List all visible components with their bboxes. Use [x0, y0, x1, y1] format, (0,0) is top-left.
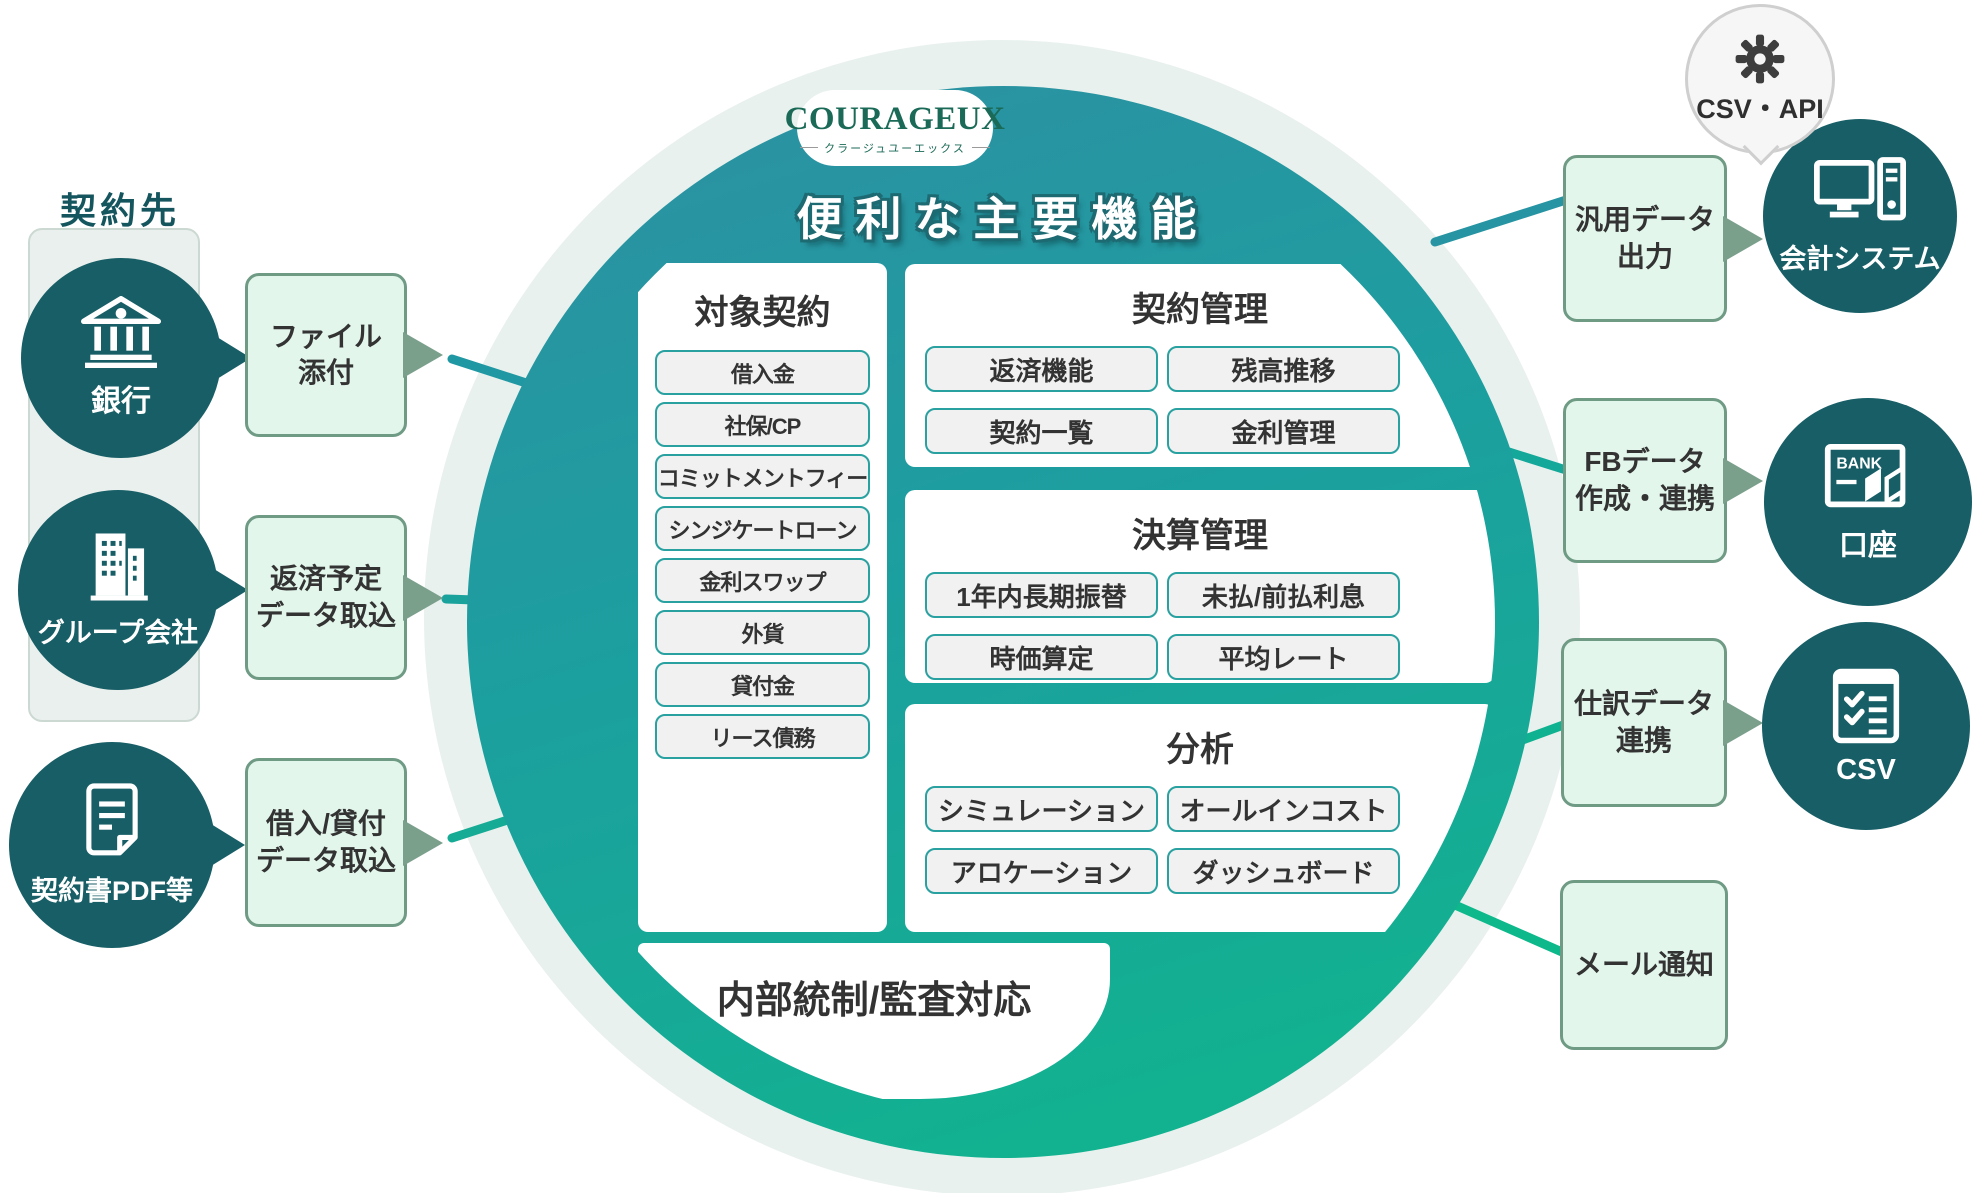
computer-icon [1814, 156, 1906, 220]
list-item: 貸付金 [655, 662, 870, 707]
logo-name: COURAGEUX [784, 100, 1006, 137]
analysis-grid: シミュレーション オールインコスト アロケーション ダッシュボード [925, 786, 1495, 894]
source-label: 契約書PDF等 [31, 875, 193, 906]
buildings-icon [90, 532, 148, 601]
list-item: 時価算定 [925, 634, 1158, 680]
list-item: 返済機能 [925, 346, 1158, 392]
logo-subtitle: クラージュユーエックス [800, 140, 990, 156]
list-item: 未払/前払利息 [1167, 572, 1400, 618]
target-accounting-system: 会計システム [1763, 119, 1957, 313]
pointer-icon [211, 824, 245, 866]
list-item: ダッシュボード [1167, 848, 1400, 894]
section-heading: 契約管理 [1132, 291, 1268, 329]
logo: COURAGEUX クラージュユーエックス [785, 90, 1005, 166]
list-item: 金利スワップ [655, 558, 870, 603]
partners-heading: 契約先 [60, 190, 181, 231]
list-item: アロケーション [925, 848, 1158, 894]
list-item: 平均レート [1167, 634, 1400, 680]
output-box-label: 汎用データ 出力 [1574, 204, 1715, 272]
gear-icon [1735, 34, 1785, 83]
main-title: 便利な主要機能 [796, 193, 1210, 245]
arrow-right-icon [403, 819, 443, 866]
list-item: 契約一覧 [925, 408, 1158, 454]
panel-target-contracts: 対象契約 借入金 社保/CP コミットメントフィー シンジケートローン 金利スワ… [638, 263, 887, 932]
input-box-file-attach: ファイル 添付 [245, 273, 443, 437]
output-box-mail-notice: メール通知 [1560, 880, 1728, 1050]
inner-panels-area: 対象契約 借入金 社保/CP コミットメントフィー シンジケートローン 金利スワ… [511, 130, 1495, 1114]
output-box-fb-data: FBデータ 作成・連携 [1563, 398, 1763, 563]
bubble-label: CSV・API [1696, 93, 1824, 124]
output-box-generic-data: 汎用データ 出力 [1563, 155, 1763, 322]
source-label: 銀行 [91, 385, 151, 418]
target-bank-account: BANK 口座 [1764, 398, 1972, 606]
arrow-right-icon [1723, 215, 1763, 262]
svg-text:BANK: BANK [1836, 455, 1882, 472]
bank-icon [80, 296, 161, 368]
document-icon [86, 782, 138, 855]
input-box-loan-import: 借入/貸付 データ取込 [245, 758, 443, 927]
list-item: シミュレーション [925, 786, 1158, 832]
contract-management-grid: 返済機能 残高推移 契約一覧 金利管理 [925, 346, 1495, 454]
section-heading: 分析 [1166, 731, 1234, 769]
list-item: シンジケートローン [655, 506, 870, 551]
output-box-label: 仕訳データ 連携 [1573, 688, 1714, 756]
list-item: 外貨 [655, 610, 870, 655]
pointer-icon [214, 569, 248, 611]
panel-contract-management: 契約管理 返済機能 残高推移 契約一覧 金利管理 [905, 264, 1495, 467]
audit-label: 内部統制/監査対応 [716, 980, 1032, 1022]
input-box-label: ファイル 添付 [269, 320, 382, 388]
panel-audit: 内部統制/監査対応 [638, 943, 1110, 1099]
list-item: リース債務 [655, 714, 870, 759]
list-item: 残高推移 [1167, 346, 1400, 392]
arrow-right-icon [1723, 699, 1763, 746]
arrow-right-icon [1723, 457, 1763, 504]
list-item: オールインコスト [1167, 786, 1400, 832]
target-label: 口座 [1838, 530, 1897, 562]
input-box-label: 返済予定 データ取込 [255, 563, 396, 631]
source-group-company: グループ会社 [18, 490, 248, 690]
arrow-right-icon [403, 574, 443, 621]
list-item: コミットメントフィー [655, 454, 870, 499]
source-contract-pdf: 契約書PDF等 [9, 742, 245, 948]
output-box-journal-data: 仕訳データ 連携 [1561, 638, 1763, 807]
list-item: 借入金 [655, 350, 870, 395]
main-circle: 便利な主要機能 対象契約 借入金 社保/CP コミットメントフィー シンジケート… [467, 86, 1539, 1158]
passbook-icon: BANK [1824, 443, 1906, 508]
input-box-label: 借入/貸付 データ取込 [255, 808, 396, 876]
list-item: 社保/CP [655, 402, 870, 447]
target-csv: CSV [1762, 622, 1970, 830]
target-label: 会計システム [1779, 243, 1941, 274]
section-heading: 対象契約 [694, 294, 831, 332]
list-item: 1年内長期振替 [925, 572, 1158, 618]
output-box-label: FBデータ 作成・連携 [1574, 446, 1715, 514]
panel-closing-management: 決算管理 1年内長期振替 未払/前払利息 時価算定 平均レート [905, 490, 1495, 683]
arrow-right-icon [403, 332, 443, 378]
closing-management-grid: 1年内長期振替 未払/前払利息 時価算定 平均レート [925, 572, 1495, 680]
target-label: CSV [1836, 753, 1896, 786]
source-label: グループ会社 [37, 617, 199, 648]
output-box-label: メール通知 [1573, 948, 1714, 980]
section-heading: 決算管理 [1132, 517, 1268, 555]
checklist-icon [1832, 668, 1900, 743]
panel-analysis: 分析 シミュレーション オールインコスト アロケーション ダッシュボード [905, 704, 1495, 932]
list-item: 金利管理 [1167, 408, 1400, 454]
input-box-repayment-import: 返済予定 データ取込 [245, 515, 443, 680]
target-contract-list: 借入金 社保/CP コミットメントフィー シンジケートローン 金利スワップ 外貨… [638, 350, 887, 759]
